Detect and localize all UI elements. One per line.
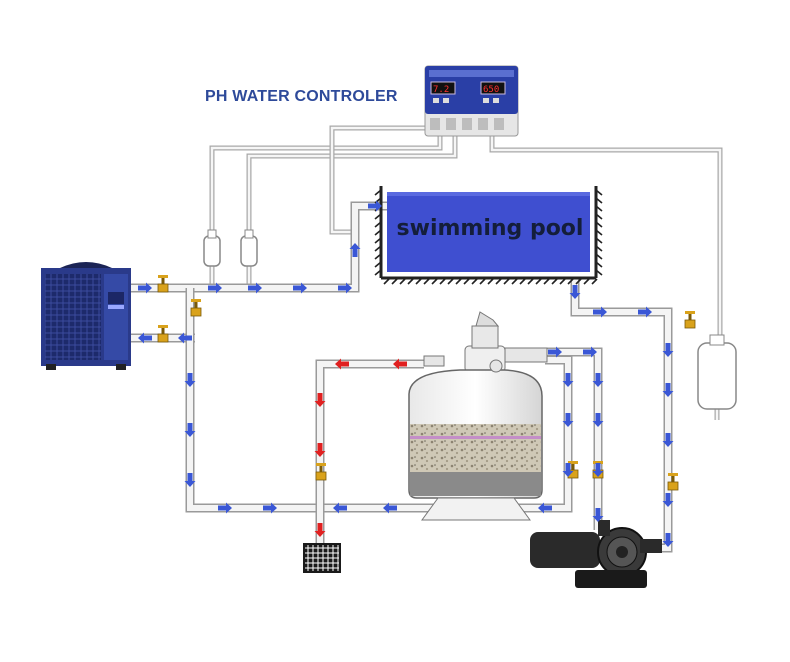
- drain-grate-icon: [303, 543, 341, 573]
- flow-arrows: [138, 200, 674, 547]
- flow-arrow: [314, 443, 326, 457]
- ph-controller-icon: 7.2 650: [424, 65, 519, 137]
- flow-arrow: [314, 393, 326, 407]
- flow-arrow: [662, 343, 674, 357]
- valve-icon: [157, 275, 169, 293]
- flow-arrow: [349, 243, 361, 257]
- flow-arrow: [263, 502, 277, 514]
- flow-arrow: [314, 523, 326, 537]
- flow-arrow: [293, 282, 307, 294]
- flow-arrow: [662, 433, 674, 447]
- chemical-tank-icon: [240, 229, 258, 267]
- flow-arrow: [593, 306, 607, 318]
- flow-arrow: [218, 502, 232, 514]
- flow-arrow: [184, 423, 196, 437]
- flow-arrow: [592, 463, 604, 477]
- flow-arrow: [662, 383, 674, 397]
- svg-text:650: 650: [483, 85, 499, 95]
- flow-arrow: [638, 306, 652, 318]
- heat-pump-icon: [41, 262, 131, 370]
- flow-arrow: [569, 285, 581, 299]
- svg-text:7.2: 7.2: [433, 85, 449, 95]
- chemical-tank-icon: [203, 229, 221, 267]
- flow-arrow: [335, 358, 349, 370]
- flow-arrow: [562, 463, 574, 477]
- valve-icon: [157, 325, 169, 343]
- valve-icon: [684, 311, 696, 329]
- flow-arrow: [338, 282, 352, 294]
- flow-arrow: [592, 413, 604, 427]
- flow-arrow: [662, 533, 674, 547]
- flow-arrow: [662, 493, 674, 507]
- chemical-tank-icon: [697, 334, 737, 410]
- valve-icon: [315, 463, 327, 481]
- swimming-pool: [374, 186, 603, 285]
- flow-arrow: [562, 413, 574, 427]
- diagram-title: PH WATER CONTROLER: [205, 88, 398, 105]
- flow-arrow: [393, 358, 407, 370]
- pool-label: swimming pool: [396, 215, 584, 241]
- flow-arrow: [178, 332, 192, 344]
- flow-arrow: [538, 502, 552, 514]
- flow-arrow: [583, 346, 597, 358]
- flow-arrow: [383, 502, 397, 514]
- flow-arrow: [368, 200, 382, 212]
- flow-arrow: [592, 508, 604, 522]
- flow-arrow: [184, 473, 196, 487]
- flow-arrow: [562, 373, 574, 387]
- sand-filter-icon: [408, 311, 548, 521]
- flow-arrow: [138, 332, 152, 344]
- flow-arrow: [548, 346, 562, 358]
- valve-icon: [190, 299, 202, 317]
- flow-arrow: [208, 282, 222, 294]
- flow-arrow: [333, 502, 347, 514]
- flow-arrow: [248, 282, 262, 294]
- valve-icon: [667, 473, 679, 491]
- flow-arrow: [138, 282, 152, 294]
- flow-arrow: [184, 373, 196, 387]
- flow-arrow: [592, 373, 604, 387]
- water-pump-icon: [530, 520, 662, 588]
